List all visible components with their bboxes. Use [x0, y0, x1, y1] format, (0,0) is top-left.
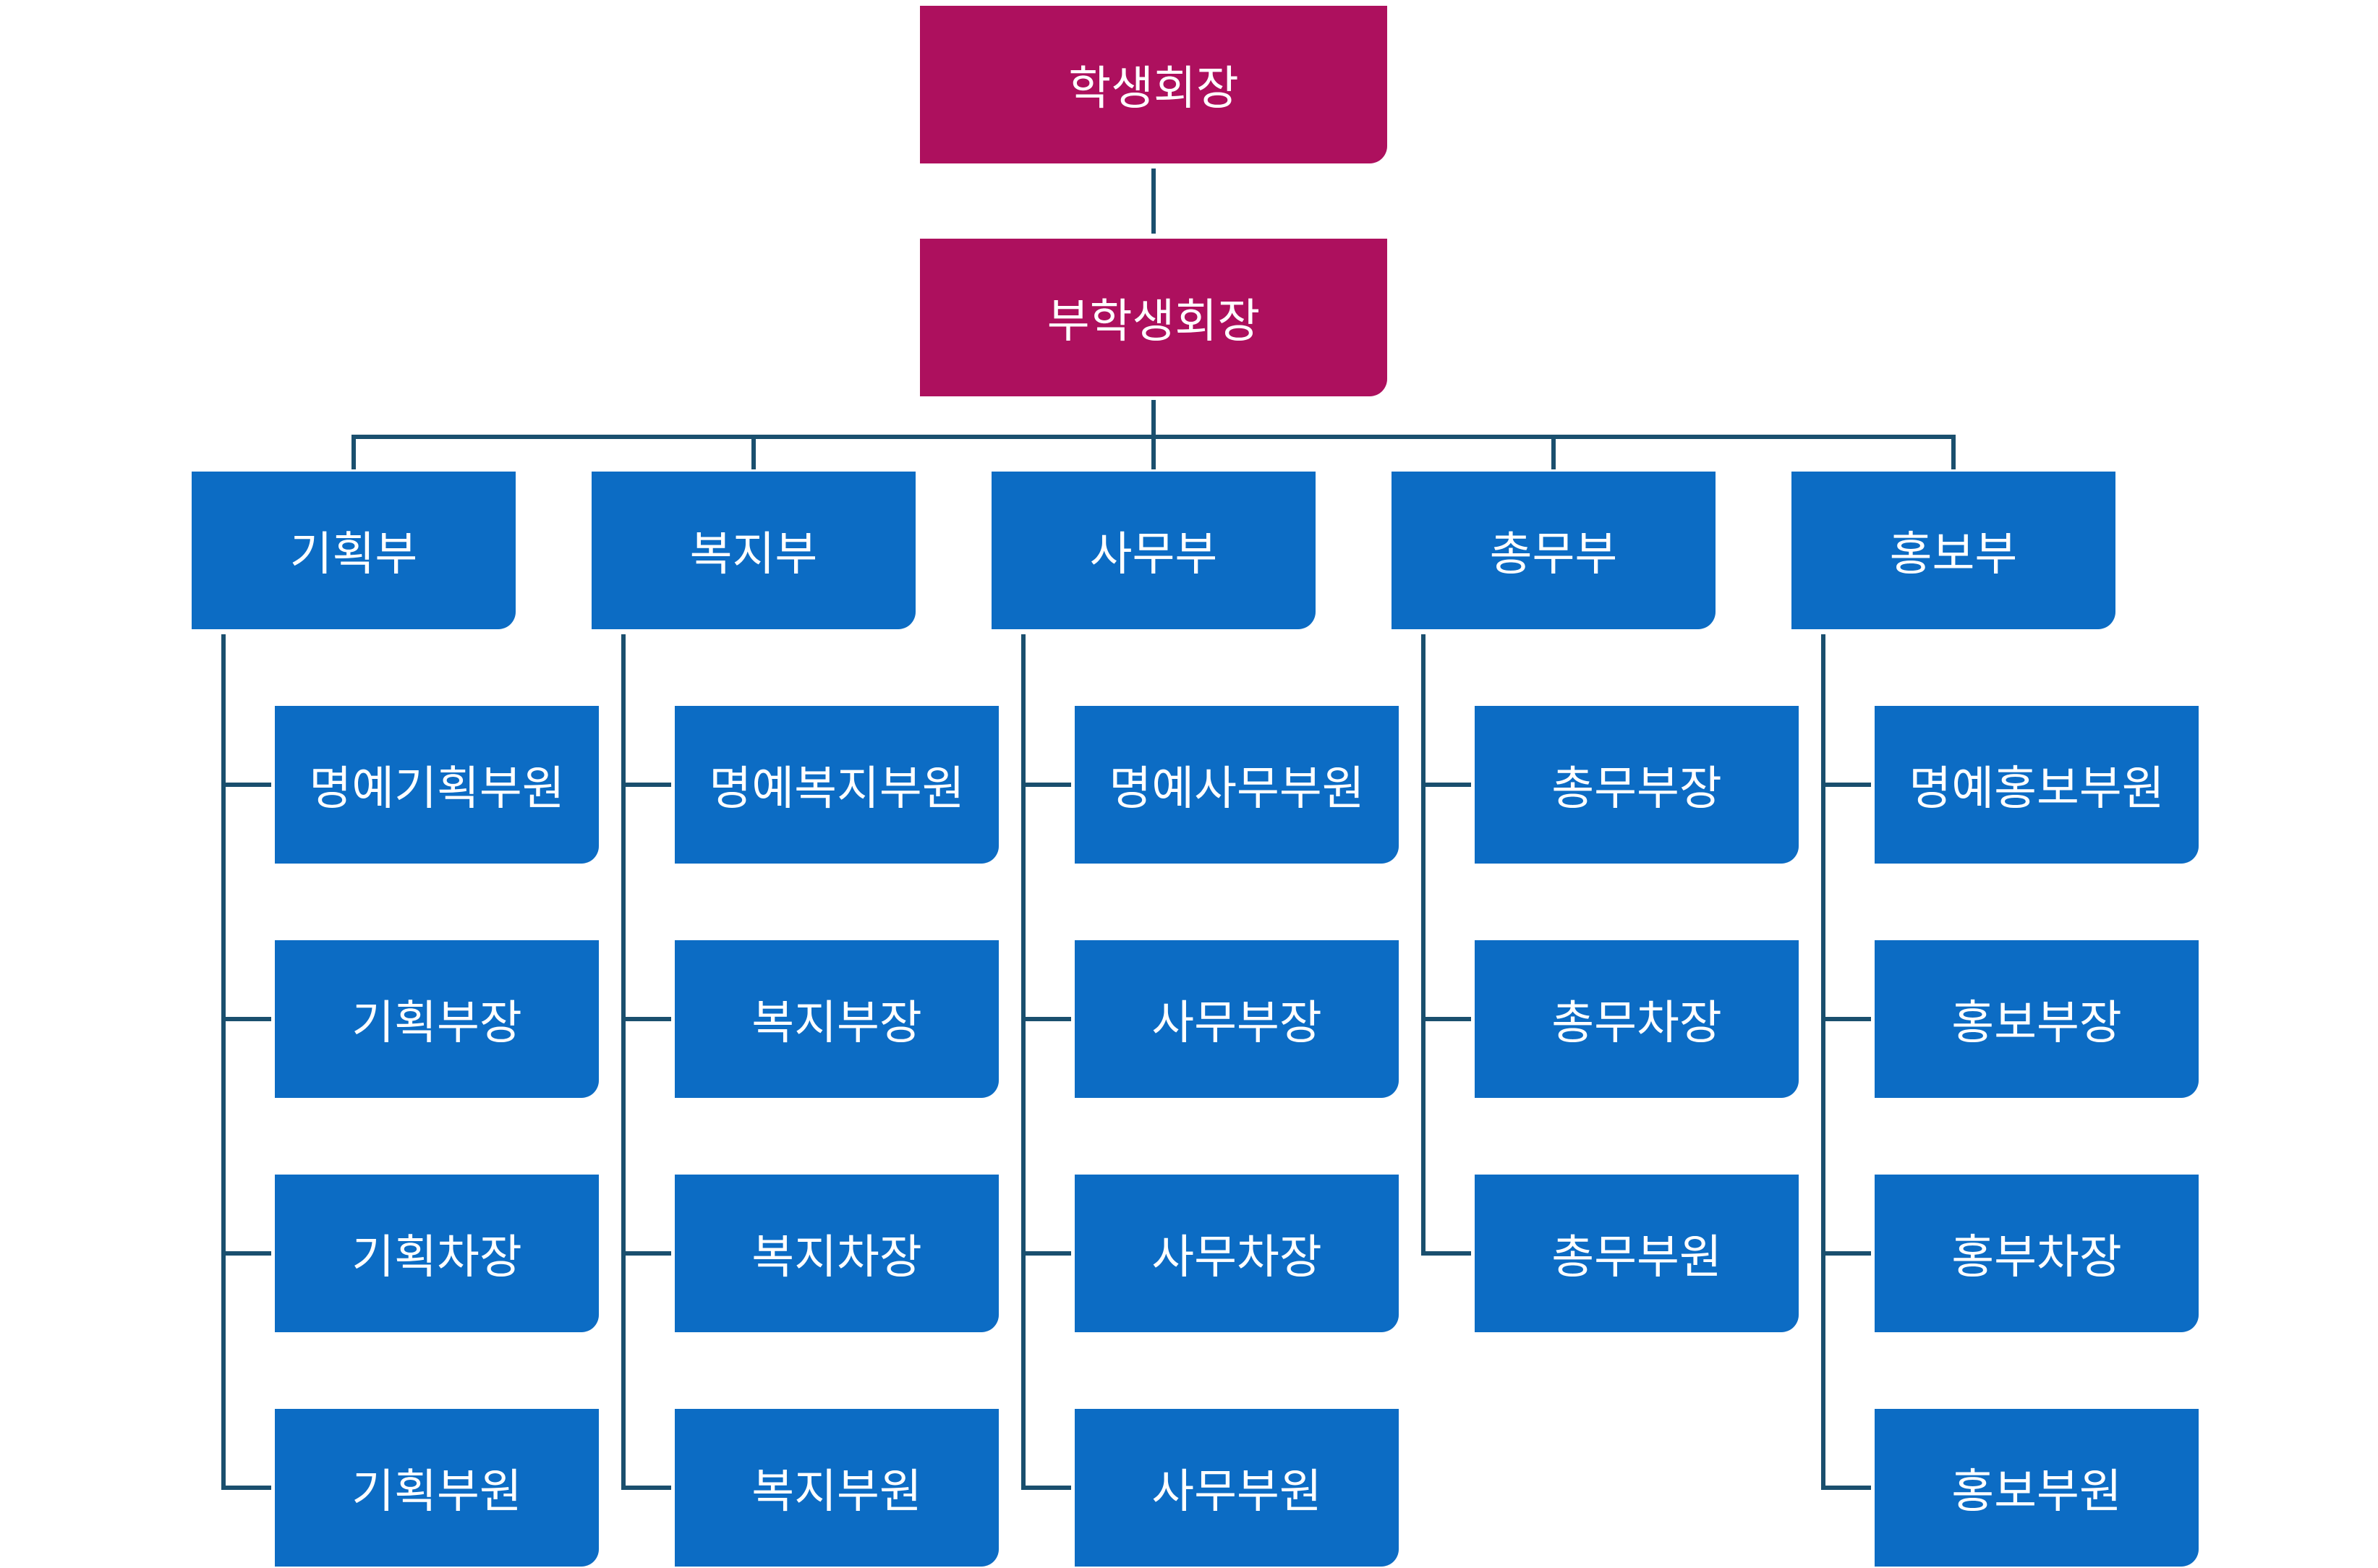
role-box: 명예기획부원	[275, 706, 599, 864]
role-box: 사무부원	[1075, 1409, 1399, 1567]
role-box: 사무차장	[1075, 1175, 1399, 1332]
department-box: 총무부	[1392, 472, 1716, 629]
role-box: 명예홍보부원	[1875, 706, 2199, 864]
role-box: 총무차장	[1475, 940, 1799, 1098]
role-box: 홍부차장	[1875, 1175, 2199, 1332]
role-box: 명예사무부원	[1075, 706, 1399, 864]
role-box: 총무부원	[1475, 1175, 1799, 1332]
department-box: 기획부	[192, 472, 516, 629]
role-box: 홍보부장	[1875, 940, 2199, 1098]
president-box: 학생회장	[920, 6, 1387, 163]
department-box: 사무부	[992, 472, 1316, 629]
role-box: 총무부장	[1475, 706, 1799, 864]
role-box: 기획부장	[275, 940, 599, 1098]
role-box: 기획부원	[275, 1409, 599, 1567]
department-box: 복지부	[592, 472, 916, 629]
role-box: 복지부장	[675, 940, 999, 1098]
role-box: 기획차장	[275, 1175, 599, 1332]
role-box: 복지부원	[675, 1409, 999, 1567]
role-box: 사무부장	[1075, 940, 1399, 1098]
role-box: 복지차장	[675, 1175, 999, 1332]
vice-president-box: 부학생회장	[920, 239, 1387, 396]
role-box: 홍보부원	[1875, 1409, 2199, 1567]
department-box: 홍보부	[1791, 472, 2115, 629]
role-box: 명예복지부원	[675, 706, 999, 864]
